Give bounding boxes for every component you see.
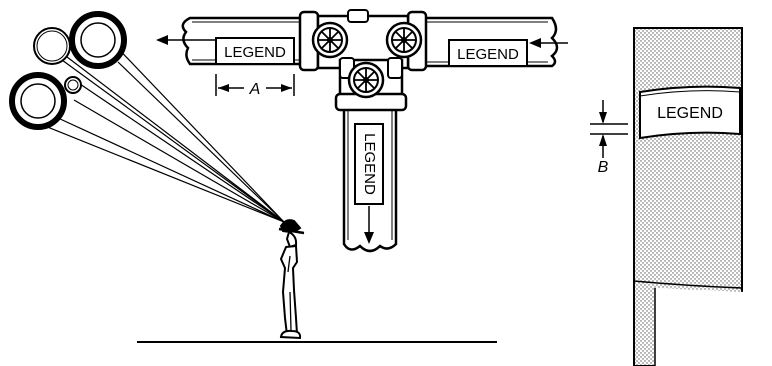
pipe-end-tiny: [64, 76, 82, 94]
dimension-a-label: A: [249, 81, 261, 98]
legend-text-wall-pipe: LEGEND: [657, 105, 723, 122]
wall-legend-band: LEGEND: [639, 85, 741, 140]
legend-box-right-pipe: LEGEND: [448, 39, 528, 67]
pipe-end-large-top: [69, 11, 127, 69]
pipe-end-large-bottom: [9, 72, 67, 130]
pipe-end-small-light: [33, 27, 71, 65]
flow-arrow-left: [156, 35, 216, 45]
legend-text-left-pipe: LEGEND: [224, 44, 286, 61]
dimension-b: B: [590, 100, 628, 176]
valve-wheel-left: [311, 21, 349, 59]
legend-text-right-pipe: LEGEND: [457, 46, 519, 63]
dimension-b-label: B: [598, 159, 609, 176]
valve-wheel-right: [385, 21, 423, 59]
wall-pipe: LEGEND: [633, 27, 745, 366]
valve-wheel-bottom: [347, 61, 385, 99]
observer-figure: [278, 219, 305, 340]
flow-arrow-right-incoming: [529, 38, 568, 48]
dimension-a: A: [215, 74, 295, 98]
sight-lines: [39, 39, 285, 223]
legend-box-left-pipe: LEGEND: [215, 37, 295, 65]
flow-arrow-down: [364, 206, 374, 244]
legend-text-down-pipe: LEGEND: [361, 133, 378, 195]
legend-box-down-pipe: LEGEND: [354, 123, 384, 205]
